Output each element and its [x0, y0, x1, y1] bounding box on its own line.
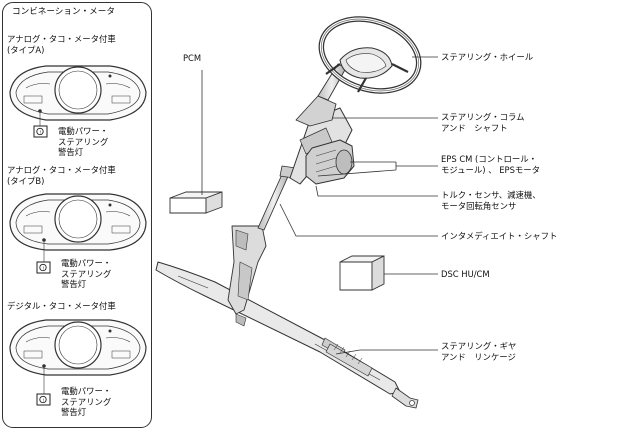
- warning-label-b-line-2: ステアリング: [61, 268, 112, 279]
- warning-label-digital-line-3: 警告灯: [61, 407, 87, 417]
- warning-label-a-line-1: 電動パワー・: [58, 126, 109, 136]
- label-eps-cm: EPS CM (コントロール・ モジュール) 、 EPSモータ: [441, 154, 540, 175]
- combination-meter-panel: [2, 2, 152, 428]
- label-eps-cm-line-2: モジュール) 、 EPSモータ: [441, 164, 541, 175]
- meter-cluster-type-b: [9, 193, 147, 262]
- label-steering-gear: ステアリング・ギヤ アンド リンケージ: [441, 341, 516, 362]
- label-steering-gear-line-2: アンド リンケージ: [441, 351, 516, 362]
- section-heading-digital-line-1: デジタル・タコ・メータ付車: [7, 301, 116, 311]
- svg-text:!: !: [43, 266, 45, 272]
- section-heading-b-line-2: (タイプB): [7, 175, 45, 186]
- section-heading-a-line-2: (タイプA): [7, 44, 45, 55]
- svg-text:!: !: [40, 130, 42, 136]
- warning-label-a: 電動パワー・ ステアリング 警告灯: [58, 126, 108, 158]
- eps-warning-icon-b: !: [36, 261, 51, 274]
- pcm-box: [169, 70, 223, 214]
- svg-text:!: !: [43, 398, 45, 404]
- warning-label-digital-line-1: 電動パワー・: [61, 386, 112, 396]
- label-steering-wheel: ステアリング・ホイール: [441, 52, 534, 62]
- label-steering-column-line-1: ステアリング・コラム: [441, 112, 525, 122]
- label-steering-column-line-2: アンド シャフト: [441, 122, 508, 133]
- steering-system-drawing: [155, 16, 422, 409]
- section-heading-digital: デジタル・タコ・メータ付車: [7, 301, 116, 312]
- section-heading-b: アナログ・タコ・メータ付車 (タイプB): [7, 165, 116, 186]
- meter-cluster-type-a: [9, 65, 147, 126]
- warning-label-digital-line-2: ステアリング: [61, 396, 112, 407]
- warning-label-b-line-3: 警告灯: [61, 279, 87, 289]
- warning-label-digital: 電動パワー・ ステアリング 警告灯: [61, 386, 111, 418]
- section-heading-a-line-1: アナログ・タコ・メータ付車: [7, 34, 116, 44]
- eps-warning-icon-a: !: [33, 125, 48, 138]
- warning-label-b-line-1: 電動パワー・: [61, 258, 112, 268]
- label-torque-sensor: トルク・センサ、減速機、 モータ回転角センサ: [441, 190, 541, 211]
- section-heading-b-line-1: アナログ・タコ・メータ付車: [7, 165, 116, 175]
- warning-label-a-line-2: ステアリング: [58, 136, 109, 147]
- panel-title: コンビネーション・メータ: [12, 7, 115, 17]
- section-heading-a: アナログ・タコ・メータ付車 (タイプA): [7, 34, 116, 55]
- eps-warning-icon-digital: !: [36, 393, 51, 406]
- label-steering-gear-line-1: ステアリング・ギヤ: [441, 341, 517, 351]
- label-torque-sensor-line-2: モータ回転角センサ: [441, 200, 517, 211]
- label-dsc-hu-cm: DSC HU/CM: [441, 269, 490, 279]
- dsc-hu-cm-box: [339, 255, 438, 291]
- label-steering-column: ステアリング・コラム アンド シャフト: [441, 112, 525, 133]
- meter-cluster-digital: [9, 319, 147, 394]
- label-pcm: PCM: [183, 53, 202, 63]
- warning-label-b: 電動パワー・ ステアリング 警告灯: [61, 258, 111, 290]
- warning-label-a-line-3: 警告灯: [58, 147, 84, 157]
- label-torque-sensor-line-1: トルク・センサ、減速機、: [441, 190, 541, 200]
- label-intermediate-shaft: インタメディエイト・シャフト: [441, 231, 558, 241]
- label-eps-cm-line-1: EPS CM (コントロール・: [441, 154, 537, 164]
- leader-lines: [279, 56, 438, 355]
